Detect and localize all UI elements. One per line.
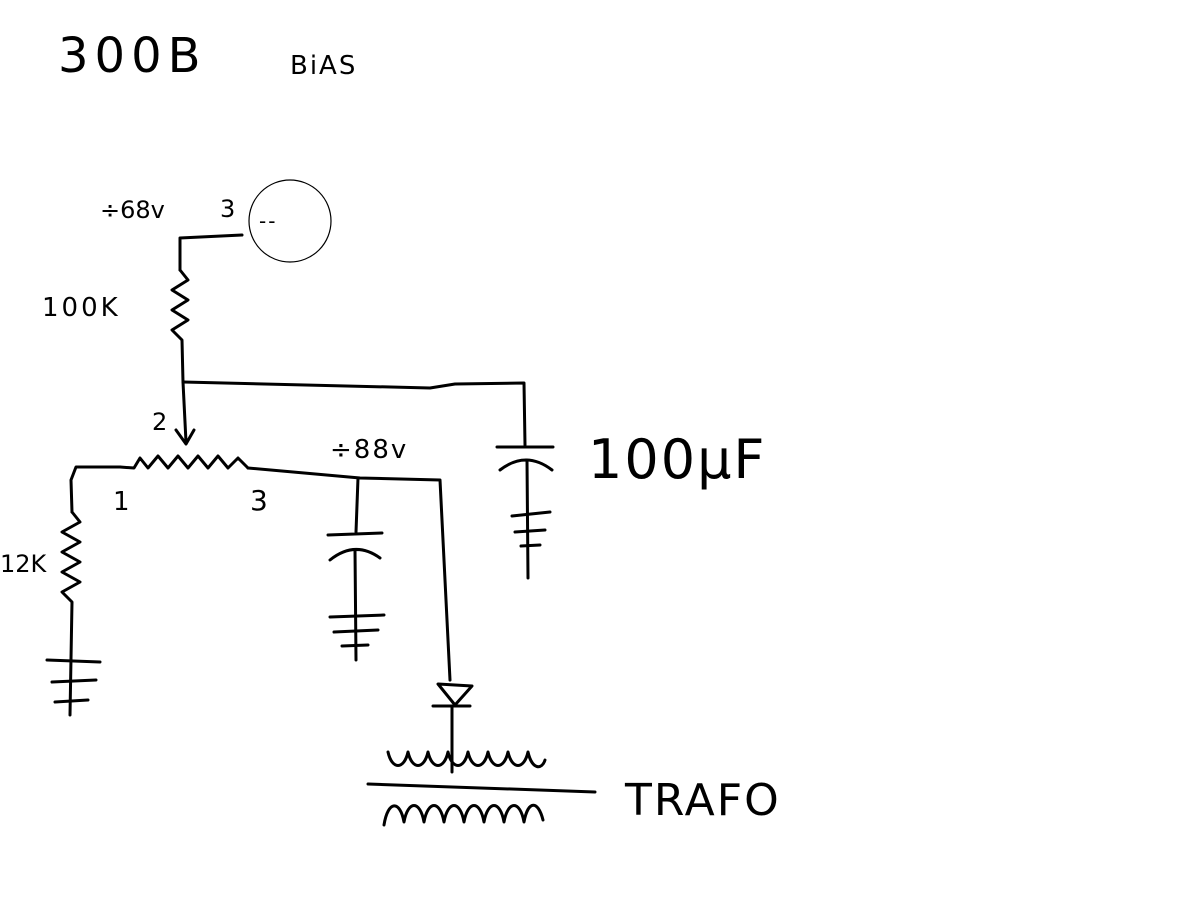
transformer-primary (382, 803, 545, 827)
capacitor-100uf-label: 100µF (588, 428, 767, 491)
transformer-label: TRAFO (624, 775, 781, 826)
tube-lead-wire (178, 233, 244, 272)
resistor-100k-label: 100K (42, 293, 121, 323)
resistor-100k (170, 268, 190, 384)
title-main: 300B (58, 28, 207, 84)
resistor-12k (60, 510, 82, 717)
cap-ground-symbol (510, 510, 552, 548)
resistor-12k-label: 12K (0, 550, 48, 578)
title-sub: BiAS (290, 51, 357, 81)
left-ground-symbol (45, 658, 102, 704)
left-branch-wire (69, 465, 122, 514)
pot-left-pin-label: 1 (113, 487, 130, 517)
pot-right-pin-label: 3 (250, 484, 268, 517)
capacitor-mid (326, 476, 384, 662)
tube-pin-label: 3 (220, 195, 235, 223)
tube-symbol: -- (259, 209, 277, 233)
mid-ground-symbol (328, 613, 386, 648)
potentiometer (118, 454, 250, 470)
capacitor-100uf (495, 445, 555, 580)
transformer-secondary (386, 750, 547, 769)
right-branch-wire (246, 466, 452, 682)
grid-voltage-label: ÷68v (100, 196, 165, 224)
transformer-core (366, 782, 597, 794)
wiper-voltage-label: ÷88v (330, 435, 408, 465)
pot-wiper-label: 2 (152, 408, 167, 436)
cap-feed-wire (181, 380, 527, 447)
pot-wiper-arrow (174, 380, 196, 446)
tube-circle (248, 179, 332, 263)
